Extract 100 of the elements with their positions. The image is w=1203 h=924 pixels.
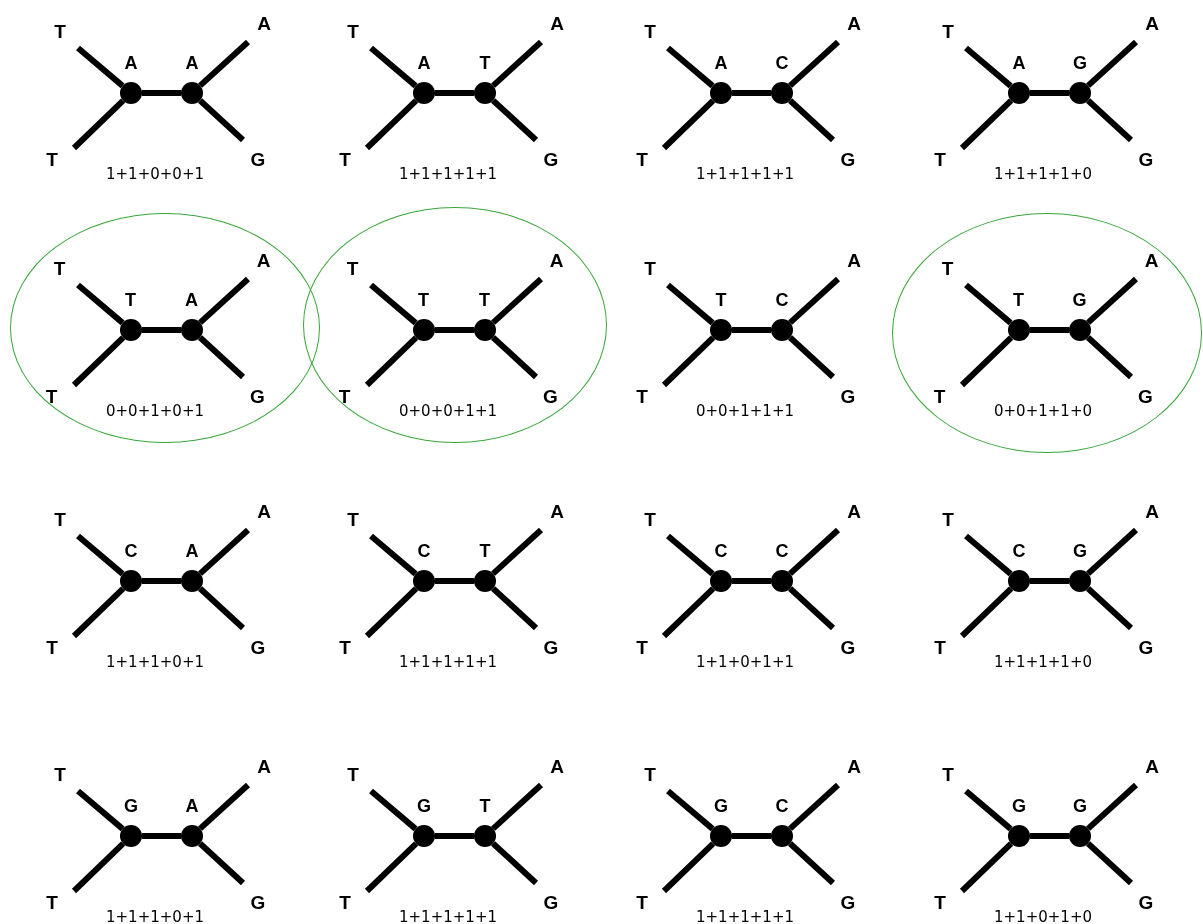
tree-branch: [198, 39, 250, 88]
node-label: G: [1072, 541, 1088, 561]
node-dot: [181, 570, 203, 592]
tree-branch: [1086, 782, 1138, 831]
tree-branch: [788, 782, 840, 831]
node-label: A: [713, 53, 729, 73]
tree-branch: [959, 586, 1014, 639]
node-dot: [181, 82, 203, 104]
node-dot: [771, 570, 793, 592]
leaf-label: T: [641, 509, 659, 531]
tree-branch: [1086, 98, 1134, 143]
tree-branch: [1030, 90, 1069, 96]
node-dot: [474, 570, 496, 592]
node-label: C: [416, 541, 432, 561]
score-sum: 1+1+1+1+1: [696, 165, 794, 183]
tree-branch: [1030, 578, 1069, 584]
score-sum: 1+1+1+1+0: [994, 165, 1092, 183]
node-dot: [1008, 825, 1030, 847]
tree-branch: [959, 98, 1014, 151]
leaf-label: A: [845, 13, 863, 35]
tree-branch: [76, 282, 125, 326]
node-dot: [771, 82, 793, 104]
leaf-label: T: [938, 257, 957, 280]
node-dot: [413, 825, 435, 847]
tree-branch: [1086, 39, 1138, 88]
tree-branch: [369, 788, 418, 832]
tree-branch: [1086, 276, 1138, 325]
node-dot: [710, 570, 732, 592]
tree-branch: [1086, 841, 1134, 886]
tree-branch: [198, 782, 250, 831]
tree-branch: [491, 782, 543, 831]
tree-branch: [788, 276, 840, 325]
leaf-label: T: [641, 258, 659, 280]
leaf-label: T: [43, 637, 61, 659]
node-label: A: [123, 53, 139, 73]
node-label: A: [416, 53, 432, 73]
tree-branch: [364, 841, 419, 894]
score-sum: 1+1+1+1+1: [399, 908, 497, 924]
node-label: A: [184, 541, 200, 561]
leaf-label: A: [1143, 501, 1161, 523]
tree-branch: [71, 586, 126, 639]
tree-branch: [732, 578, 771, 584]
node-dot: [710, 319, 732, 341]
leaf-label: T: [335, 385, 354, 408]
leaf-label: T: [51, 764, 69, 786]
leaf-label: A: [255, 756, 273, 778]
leaf-label: G: [1137, 637, 1155, 659]
tree-branch: [491, 276, 543, 325]
tree-branch: [788, 841, 836, 886]
leaf-label: T: [344, 509, 362, 531]
leaf-label: T: [343, 257, 362, 280]
node-label: A: [184, 289, 199, 310]
score-sum: 1+1+1+1+1: [399, 653, 497, 671]
tree-branch: [71, 841, 126, 894]
node-label: T: [714, 290, 728, 310]
leaf-label: G: [839, 637, 857, 659]
tree-branch: [788, 335, 836, 380]
node-dot: [710, 825, 732, 847]
leaf-label: A: [548, 501, 566, 523]
leaf-label: A: [1142, 249, 1161, 272]
node-label: A: [184, 796, 200, 816]
node-dot: [473, 318, 496, 341]
node-dot: [1068, 318, 1091, 341]
leaf-label: G: [1137, 892, 1155, 914]
score-sum: 1+1+1+1+1: [399, 165, 497, 183]
leaf-label: G: [839, 149, 857, 171]
tree-branch: [788, 39, 840, 88]
tree-branch: [142, 327, 181, 333]
tree-branch: [435, 833, 474, 839]
leaf-label: A: [845, 501, 863, 523]
leaf-label: T: [939, 764, 957, 786]
node-dot: [180, 318, 203, 341]
leaf-label: T: [930, 385, 949, 408]
tree-branch: [491, 841, 539, 886]
score-sum: 0+0+0+1+1: [399, 402, 497, 420]
node-label: G: [1072, 53, 1088, 73]
tree-branch: [198, 841, 246, 886]
leaf-label: T: [939, 21, 957, 43]
leaf-label: A: [1143, 756, 1161, 778]
leaf-label: A: [548, 756, 566, 778]
tree-branch: [364, 98, 419, 151]
leaf-label: G: [249, 892, 267, 914]
leaf-label: T: [939, 509, 957, 531]
leaf-label: G: [1137, 149, 1155, 171]
tree-branch: [491, 98, 539, 143]
leaf-label: G: [542, 637, 560, 659]
node-dot: [1069, 82, 1091, 104]
tree-branch: [661, 335, 716, 388]
node-dot: [413, 570, 435, 592]
leaf-label: G: [249, 637, 267, 659]
tree-branch: [959, 335, 1014, 388]
tree-branch: [1030, 833, 1069, 839]
tree-branch: [142, 833, 181, 839]
tree-branch: [788, 586, 836, 631]
node-label: G: [1071, 289, 1088, 310]
tree-branch: [435, 327, 474, 333]
node-label: G: [1011, 796, 1027, 816]
node-dot: [771, 319, 793, 341]
leaf-label: T: [641, 21, 659, 43]
node-dot: [412, 318, 435, 341]
